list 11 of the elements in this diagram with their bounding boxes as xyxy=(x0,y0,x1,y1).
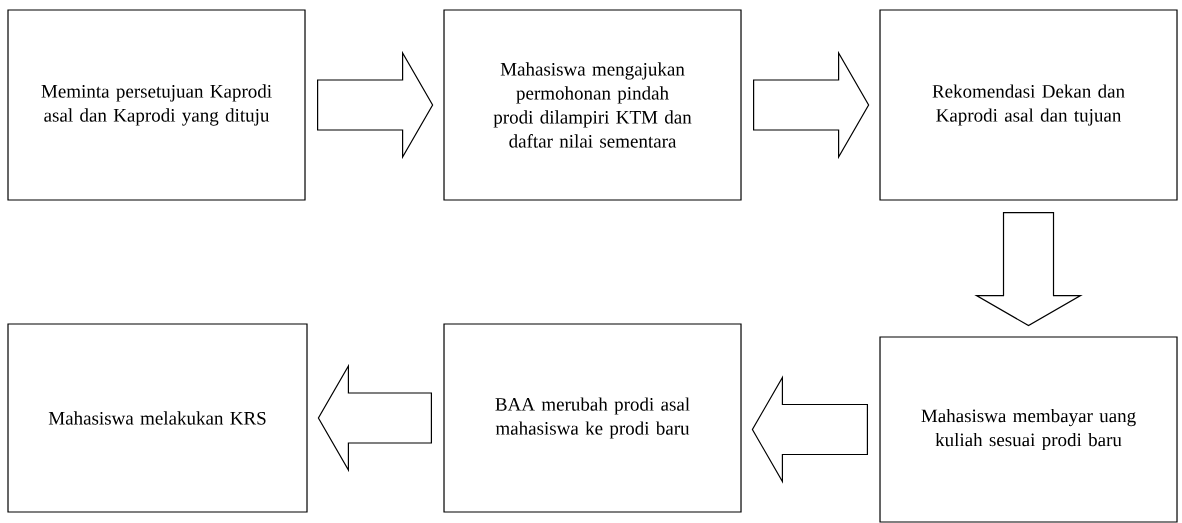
process-box: BAA merubah prodi asal mahasiswa ke prodi baru xyxy=(443,323,742,513)
process-box: Mahasiswa mengajukan permohonan pindah prodi dilampiri KTM dan daftar nilai sementara xyxy=(443,9,742,201)
block-arrow xyxy=(751,375,868,484)
process-box: Mahasiswa membayar uang kuliah sesuai prodi baru xyxy=(879,336,1178,523)
block-arrow xyxy=(974,212,1083,327)
process-box: Mahasiswa melakukan KRS xyxy=(7,323,308,513)
process-box: Meminta persetujuan Kaprodi asal dan Kaprodi yang dituju xyxy=(7,9,306,201)
block-arrow xyxy=(753,50,870,160)
block-arrow xyxy=(317,363,432,473)
block-arrow xyxy=(317,50,434,160)
process-box: Rekomendasi Dekan dan Kaprodi asal dan tujuan xyxy=(879,9,1178,201)
